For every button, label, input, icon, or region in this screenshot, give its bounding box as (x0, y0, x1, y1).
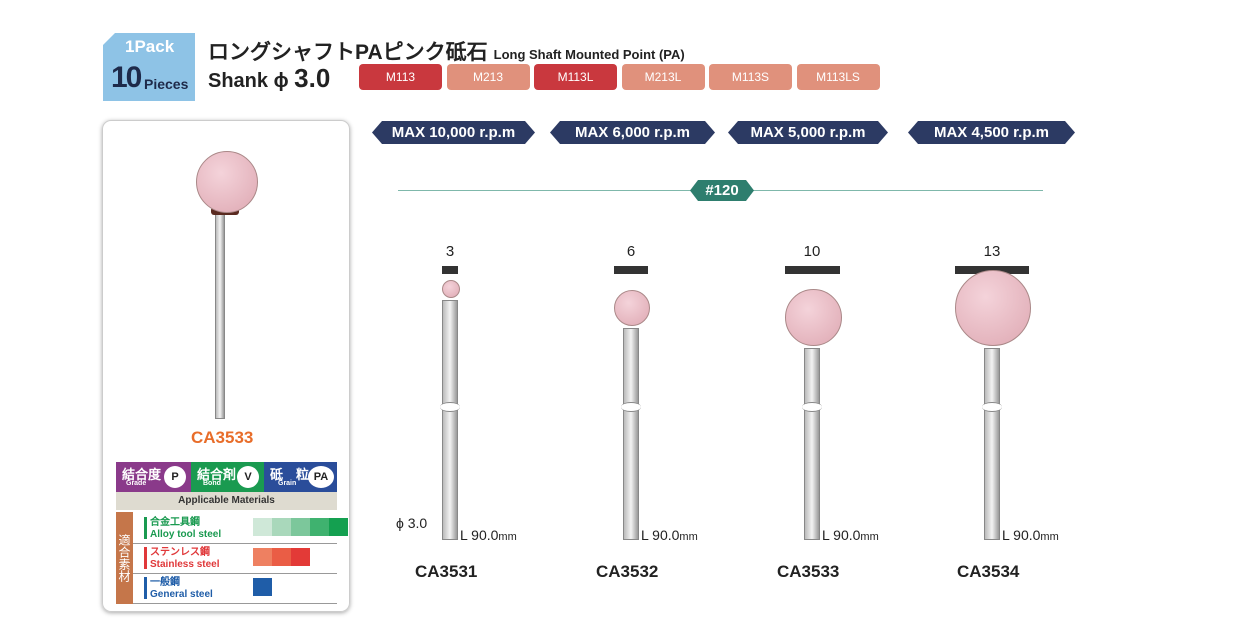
material-en: General steel (150, 589, 213, 600)
shaft (984, 348, 1000, 540)
shaft (623, 328, 639, 540)
grade-value: P (164, 466, 186, 488)
shaft (804, 348, 820, 540)
suitability-swatch (272, 518, 291, 536)
product-code[interactable]: CA3534 (957, 562, 1020, 581)
material-en: Stainless steel (150, 559, 220, 570)
diameter-label: 6 (626, 243, 636, 260)
grain-en: Grain (278, 480, 297, 487)
suitability-swatch (310, 518, 329, 536)
grain-value: PA (308, 466, 334, 488)
pack-count: 10 (111, 61, 142, 94)
material-jp: 一般鋼 (150, 577, 180, 588)
mandrel-m113ls[interactable]: M113LS (796, 64, 880, 90)
grade-jp: 結合度 (122, 467, 162, 482)
suitability-swatch (253, 578, 272, 596)
shaft (215, 209, 225, 419)
material-en: Alloy tool steel (150, 529, 222, 540)
rpm-badge: MAX 6,000 r.p.m (550, 121, 715, 144)
diameter-label: 13 (983, 243, 1001, 260)
length-unit: mm (498, 531, 517, 543)
title-en: Long Shaft Mounted Point (PA) (493, 47, 685, 62)
stone-head (614, 290, 650, 326)
featured-card: CA3533 (102, 120, 350, 612)
suitability-swatch (272, 548, 291, 566)
length-unit: mm (1040, 531, 1059, 543)
shaft (442, 300, 458, 540)
diameter-label: 3 (445, 243, 455, 260)
title-jp: ロングシャフトPAピンク砥石 (208, 41, 488, 64)
pack-badge: 1Pack 10 Pieces (103, 33, 195, 101)
suitability-swatch (291, 548, 310, 566)
shank-symbol: ϕ (273, 70, 289, 92)
bond-en: Bond (203, 480, 221, 487)
bond-value: V (237, 466, 259, 488)
shank-diameter-label: ϕ 3.0 (396, 515, 428, 531)
applicable-materials-header: Applicable Materials (116, 492, 337, 510)
break-mark (982, 402, 1002, 412)
shank-label: Shank (208, 70, 269, 92)
shank-spec: Shank ϕ 3.0 (208, 63, 330, 94)
shank-value: 3.0 (294, 63, 331, 93)
length-label: L 90.0mm (1002, 527, 1059, 543)
dimension-line (784, 266, 840, 274)
materials-side-label: 適合素材 (116, 512, 133, 604)
featured-code: CA3533 (191, 428, 254, 447)
dimension-line (442, 266, 458, 274)
suitability-swatch (253, 518, 272, 536)
dimension-line (614, 266, 648, 274)
grain-jp: 砥 粒 (270, 467, 310, 482)
material-jp: ステンレス鋼 (150, 547, 210, 558)
grit-badge: #120 (690, 180, 754, 201)
length-label: L 90.0mm (641, 527, 698, 543)
mandrel-m213[interactable]: M213 (446, 64, 530, 90)
length-value: L 90.0 (460, 527, 499, 543)
stone-head (784, 289, 842, 346)
rpm-badge: MAX 10,000 r.p.m (372, 121, 535, 144)
diameter-label: 10 (803, 243, 821, 260)
stone-head (955, 270, 1031, 346)
pack-label: 1Pack (125, 37, 175, 56)
mandrel-m213l[interactable]: M213L (621, 64, 705, 90)
suitability-swatch (291, 518, 310, 536)
length-unit: mm (860, 531, 879, 543)
length-unit: mm (679, 531, 698, 543)
bond-jp: 結合剤 (197, 467, 237, 482)
grade-en: Grade (126, 480, 147, 487)
length-label: L 90.0mm (822, 527, 879, 543)
product-code[interactable]: CA3531 (415, 562, 478, 581)
break-mark (440, 402, 460, 412)
page-title: ロングシャフトPAピンク砥石 Long Shaft Mounted Point (… (208, 36, 685, 66)
mandrel-m113s[interactable]: M113S (709, 64, 792, 90)
mandrel-m113l[interactable]: M113L (534, 64, 617, 90)
product-code[interactable]: CA3532 (596, 562, 659, 581)
material-jp: 合金工具鋼 (150, 517, 200, 528)
break-mark (621, 402, 641, 412)
length-label: L 90.0mm (460, 527, 517, 543)
suitability-swatch (253, 548, 272, 566)
rpm-badge: MAX 5,000 r.p.m (728, 121, 888, 144)
mandrel-m113[interactable]: M113 (359, 64, 442, 90)
stone-head (196, 151, 258, 213)
length-value: L 90.0 (1002, 527, 1041, 543)
product-code[interactable]: CA3533 (777, 562, 840, 581)
length-value: L 90.0 (822, 527, 861, 543)
pack-unit: Pieces (144, 76, 189, 92)
stone-head (442, 280, 460, 298)
suitability-swatch (329, 518, 348, 536)
break-mark (802, 402, 822, 412)
rpm-badge: MAX 4,500 r.p.m (908, 121, 1075, 144)
length-value: L 90.0 (641, 527, 680, 543)
